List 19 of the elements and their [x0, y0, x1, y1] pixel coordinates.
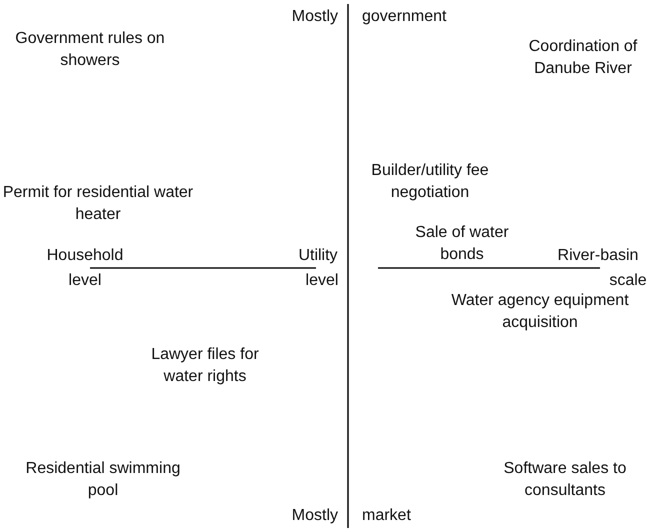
axis-label: Water agency equipment acquisition: [450, 291, 630, 333]
axis-label: Utility: [297, 246, 339, 266]
axis-label: level: [304, 271, 340, 291]
axis-label: scale: [608, 271, 648, 291]
axis-label: Software sales to consultants: [502, 459, 628, 501]
axis-label: River-basin: [556, 246, 640, 266]
axis-label: level: [68, 271, 102, 291]
axis-label: Permit for residential water heater: [2, 183, 194, 225]
axis-label: Builder/utility fee negotiation: [370, 161, 490, 203]
axis-label: Government rules on showers: [14, 29, 166, 71]
axis-label: Sale of water bonds: [414, 223, 510, 265]
axis-label: Residential swimming pool: [24, 459, 182, 501]
axis-label: Mostly: [290, 7, 338, 27]
axis-label: government: [362, 7, 448, 27]
axis-label: Lawyer files for water rights: [150, 345, 260, 387]
axis-label: Coordination of Danube River: [528, 37, 638, 79]
axis-label: Household: [46, 246, 124, 266]
axis-label: Mostly: [290, 506, 338, 526]
axis-label: market: [362, 506, 412, 526]
